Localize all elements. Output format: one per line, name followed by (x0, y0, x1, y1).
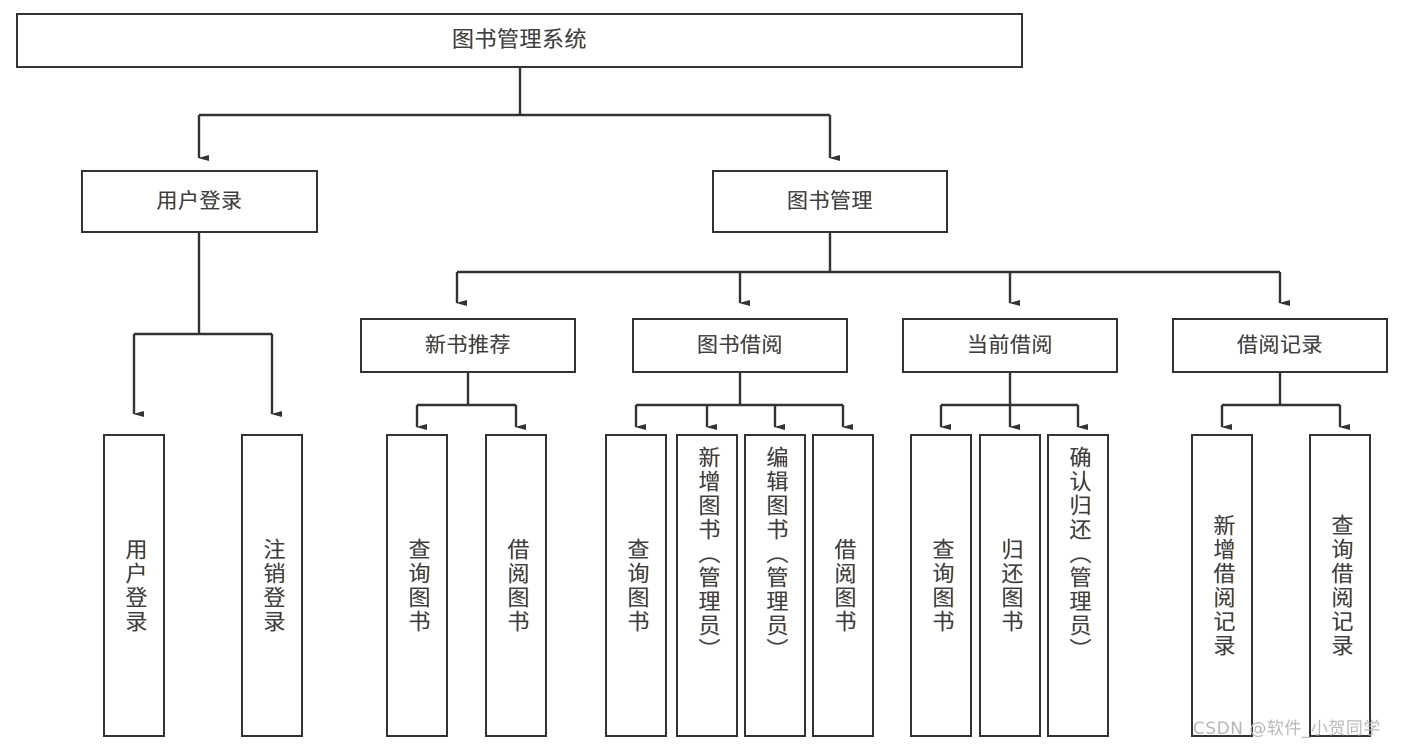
leaf-confirm-return-admin[interactable]: 确认归还（管理员） (1047, 434, 1109, 737)
node-label: 新书推荐 (425, 333, 511, 358)
node-book-borrow[interactable]: 图书借阅 (632, 318, 848, 373)
node-label: 当前借阅 (967, 333, 1053, 358)
node-label: 编辑图书（管理员） (762, 446, 788, 662)
node-label: 归还图书 (997, 537, 1023, 634)
leaf-borrow-book[interactable]: 借阅图书 (812, 434, 874, 737)
node-label: 查询图书 (928, 537, 954, 634)
leaf-query-book-recommend[interactable]: 查询图书 (386, 434, 448, 737)
leaf-add-book-admin[interactable]: 新增图书（管理员） (676, 434, 738, 737)
node-label: 图书管理系统 (451, 27, 587, 53)
node-current-borrow[interactable]: 当前借阅 (902, 318, 1118, 373)
node-label: 查询图书 (404, 537, 430, 634)
node-label: 用户登录 (121, 537, 147, 634)
node-label: 查询借阅记录 (1327, 513, 1353, 658)
node-label: 借阅图书 (830, 537, 856, 634)
node-label: 图书管理 (787, 189, 873, 214)
node-label: 借阅图书 (503, 537, 529, 634)
node-label: 用户登录 (156, 189, 243, 214)
node-book-management[interactable]: 图书管理 (712, 170, 948, 233)
leaf-add-borrow-record[interactable]: 新增借阅记录 (1191, 434, 1253, 737)
node-borrow-record[interactable]: 借阅记录 (1172, 318, 1388, 373)
node-label: 借阅记录 (1237, 333, 1323, 358)
node-label: 查询图书 (623, 537, 649, 634)
leaf-user-login[interactable]: 用户登录 (103, 434, 165, 737)
node-root-system[interactable]: 图书管理系统 (16, 13, 1023, 68)
leaf-edit-book-admin[interactable]: 编辑图书（管理员） (744, 434, 806, 737)
leaf-return-book[interactable]: 归还图书 (979, 434, 1041, 737)
node-user-login[interactable]: 用户登录 (81, 170, 318, 233)
csdn-watermark: CSDN @软件_小贺同学 (1193, 719, 1381, 739)
leaf-borrow-book-recommend[interactable]: 借阅图书 (485, 434, 547, 737)
node-new-book-recommend[interactable]: 新书推荐 (360, 318, 576, 373)
leaf-query-borrow-record[interactable]: 查询借阅记录 (1309, 434, 1371, 737)
node-label: 确认归还（管理员） (1065, 446, 1091, 662)
leaf-query-book-borrow[interactable]: 查询图书 (605, 434, 667, 737)
leaf-logout[interactable]: 注销登录 (241, 434, 303, 737)
node-label: 新增图书（管理员） (694, 446, 720, 662)
node-label: 图书借阅 (697, 333, 783, 358)
leaf-query-book-current[interactable]: 查询图书 (910, 434, 972, 737)
node-label: 新增借阅记录 (1209, 513, 1235, 658)
node-label: 注销登录 (259, 537, 285, 634)
